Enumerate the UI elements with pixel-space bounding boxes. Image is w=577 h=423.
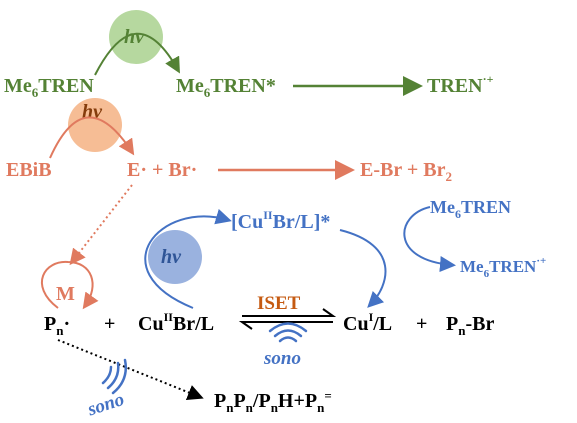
me6tren-right: Me6TREN (430, 197, 511, 221)
hv-arc-orange (49, 116, 135, 159)
sono-label-center: sono (263, 348, 301, 369)
termination-products: PnPn/PnH+Pn= (214, 388, 332, 415)
sono-waves-icon-left (101, 358, 127, 395)
hv-circle-blue (148, 230, 202, 284)
sono-label-left: sono (84, 389, 127, 421)
me6tren-radical-cation: Me6TREN·+ (460, 255, 546, 280)
cu2-excited: [CuIIBr/L]* (231, 208, 330, 233)
tren-radical: TREN·+ (427, 72, 494, 97)
monomer-loop (40, 260, 99, 310)
arc-excited-to-cu1 (339, 229, 387, 308)
ebr-br2: E-Br + Br2 (360, 159, 452, 184)
dotted-arrow-termination (57, 339, 204, 400)
hv-arc-blue (144, 208, 232, 309)
me6tren-left: Me6TREN (4, 75, 94, 100)
e-radical-br-radical: E· + Br· (127, 159, 197, 181)
hv-circle-orange (68, 98, 122, 152)
equilibrium-forward (242, 308, 337, 317)
hv-label-green: hv (124, 26, 145, 48)
plus-1: + (104, 313, 115, 335)
cu1-l: CuI/L (343, 310, 392, 335)
monomer-label: M (56, 283, 75, 305)
equilibrium-backward (238, 321, 333, 330)
pn-br: Pn-Br (446, 313, 494, 338)
sono-waves-icon (268, 322, 308, 343)
iset-label: ISET (257, 293, 301, 314)
me6tren-excited: Me6TREN* (176, 75, 276, 100)
dotted-arrow-to-monomer (69, 184, 133, 266)
pn-radical: Pn· (44, 313, 70, 338)
ebib: EBiB (6, 159, 52, 181)
cu2br-l: CuIIBr/L (138, 310, 214, 335)
hv-label-blue: hv (161, 246, 182, 268)
hv-circle-green (109, 10, 163, 64)
hv-arc-green (94, 32, 180, 76)
plus-2: + (416, 313, 427, 335)
arc-me6tren-oxidation (403, 206, 456, 273)
